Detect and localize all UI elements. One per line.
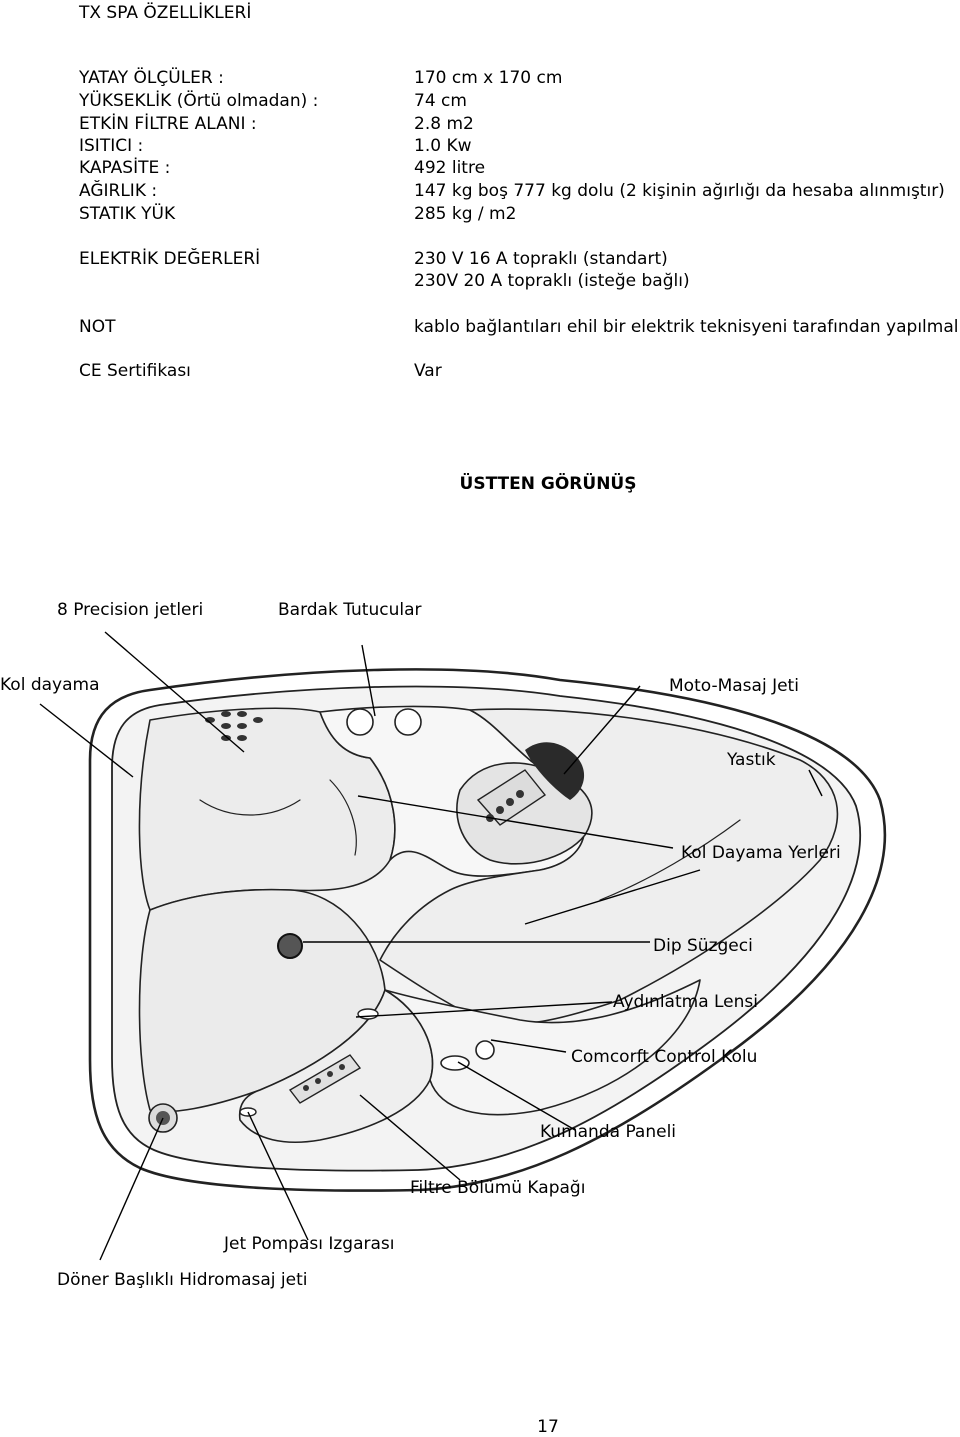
label-filter-cover: Filtre Bölümü Kapağı bbox=[410, 1178, 586, 1198]
electrical-value-standard: 230 V 16 A topraklı (standart) bbox=[414, 249, 668, 269]
filter-cover bbox=[288, 1054, 362, 1104]
document-title: TX SPA ÖZELLİKLERİ bbox=[79, 3, 252, 23]
label-moto-massage-jet: Moto-Masaj Jeti bbox=[669, 676, 799, 696]
electrical-value-optional: 230V 20 A topraklı (isteğe bağlı) bbox=[414, 271, 690, 291]
spec-label-dimensions: YATAY ÖLÇÜLER : bbox=[79, 68, 224, 88]
spec-value-heater: 1.0 Kw bbox=[414, 136, 472, 156]
cup-holders bbox=[346, 708, 422, 736]
label-rotating-jet: Döner Başlıklı Hidromasaj jeti bbox=[57, 1270, 308, 1290]
label-pillow: Yastık bbox=[727, 750, 776, 770]
spec-value-height: 74 cm bbox=[414, 91, 467, 111]
label-comfort-control: Comcorft Control Kolu bbox=[571, 1047, 758, 1067]
spec-value-static-load: 285 kg / m2 bbox=[414, 204, 517, 224]
comfort-control-knob bbox=[475, 1040, 495, 1060]
control-panel bbox=[440, 1055, 470, 1071]
spec-label-filter-area: ETKİN FİLTRE ALANI : bbox=[79, 114, 257, 134]
spec-label-capacity: KAPASİTE : bbox=[79, 158, 171, 178]
ce-value: Var bbox=[414, 361, 442, 381]
spec-label-weight: AĞIRLIK : bbox=[79, 181, 158, 201]
spa-top-view-diagram bbox=[39, 631, 887, 1261]
leader-lines bbox=[39, 631, 823, 1261]
step-area bbox=[384, 979, 701, 1116]
ce-label: CE Sertifikası bbox=[79, 361, 191, 381]
bottom-filter bbox=[277, 933, 303, 959]
label-precision-jets: 8 Precision jetleri bbox=[57, 600, 204, 620]
spec-value-weight: 147 kg boş 777 kg dolu (2 kişinin ağırlı… bbox=[414, 181, 945, 201]
electrical-label: ELEKTRİK DEĞERLERİ bbox=[79, 249, 261, 269]
note-value: kablo bağlantıları ehil bir elektrik tek… bbox=[414, 317, 960, 337]
upper-left-seat bbox=[138, 707, 396, 911]
spec-value-filter-area: 2.8 m2 bbox=[414, 114, 474, 134]
section-heading: ÜSTTEN GÖRÜNÜŞ bbox=[459, 474, 637, 494]
label-armrest: Kol dayama bbox=[0, 675, 100, 695]
label-cup-holders: Bardak Tutucular bbox=[278, 600, 422, 620]
spec-value-capacity: 492 litre bbox=[414, 158, 486, 178]
spec-label-static-load: STATIK YÜK bbox=[79, 204, 176, 224]
label-bottom-filter: Dip Süzgeci bbox=[653, 936, 753, 956]
spec-value-dimensions: 170 cm x 170 cm bbox=[414, 68, 563, 88]
label-light-lens: Aydınlatma Lensi bbox=[613, 992, 758, 1012]
label-armrest-places: Kol Dayama Yerleri bbox=[681, 843, 841, 863]
light-lens bbox=[357, 1008, 379, 1020]
note-label: NOT bbox=[79, 317, 116, 337]
spec-label-height: YÜKSEKLİK (Örtü olmadan) : bbox=[79, 91, 319, 111]
label-jet-pump-grill: Jet Pompası Izgarası bbox=[224, 1234, 395, 1254]
label-control-panel: Kumanda Paneli bbox=[540, 1122, 677, 1142]
page-number: 17 bbox=[537, 1417, 559, 1437]
spec-label-heater: ISITICI : bbox=[79, 136, 144, 156]
